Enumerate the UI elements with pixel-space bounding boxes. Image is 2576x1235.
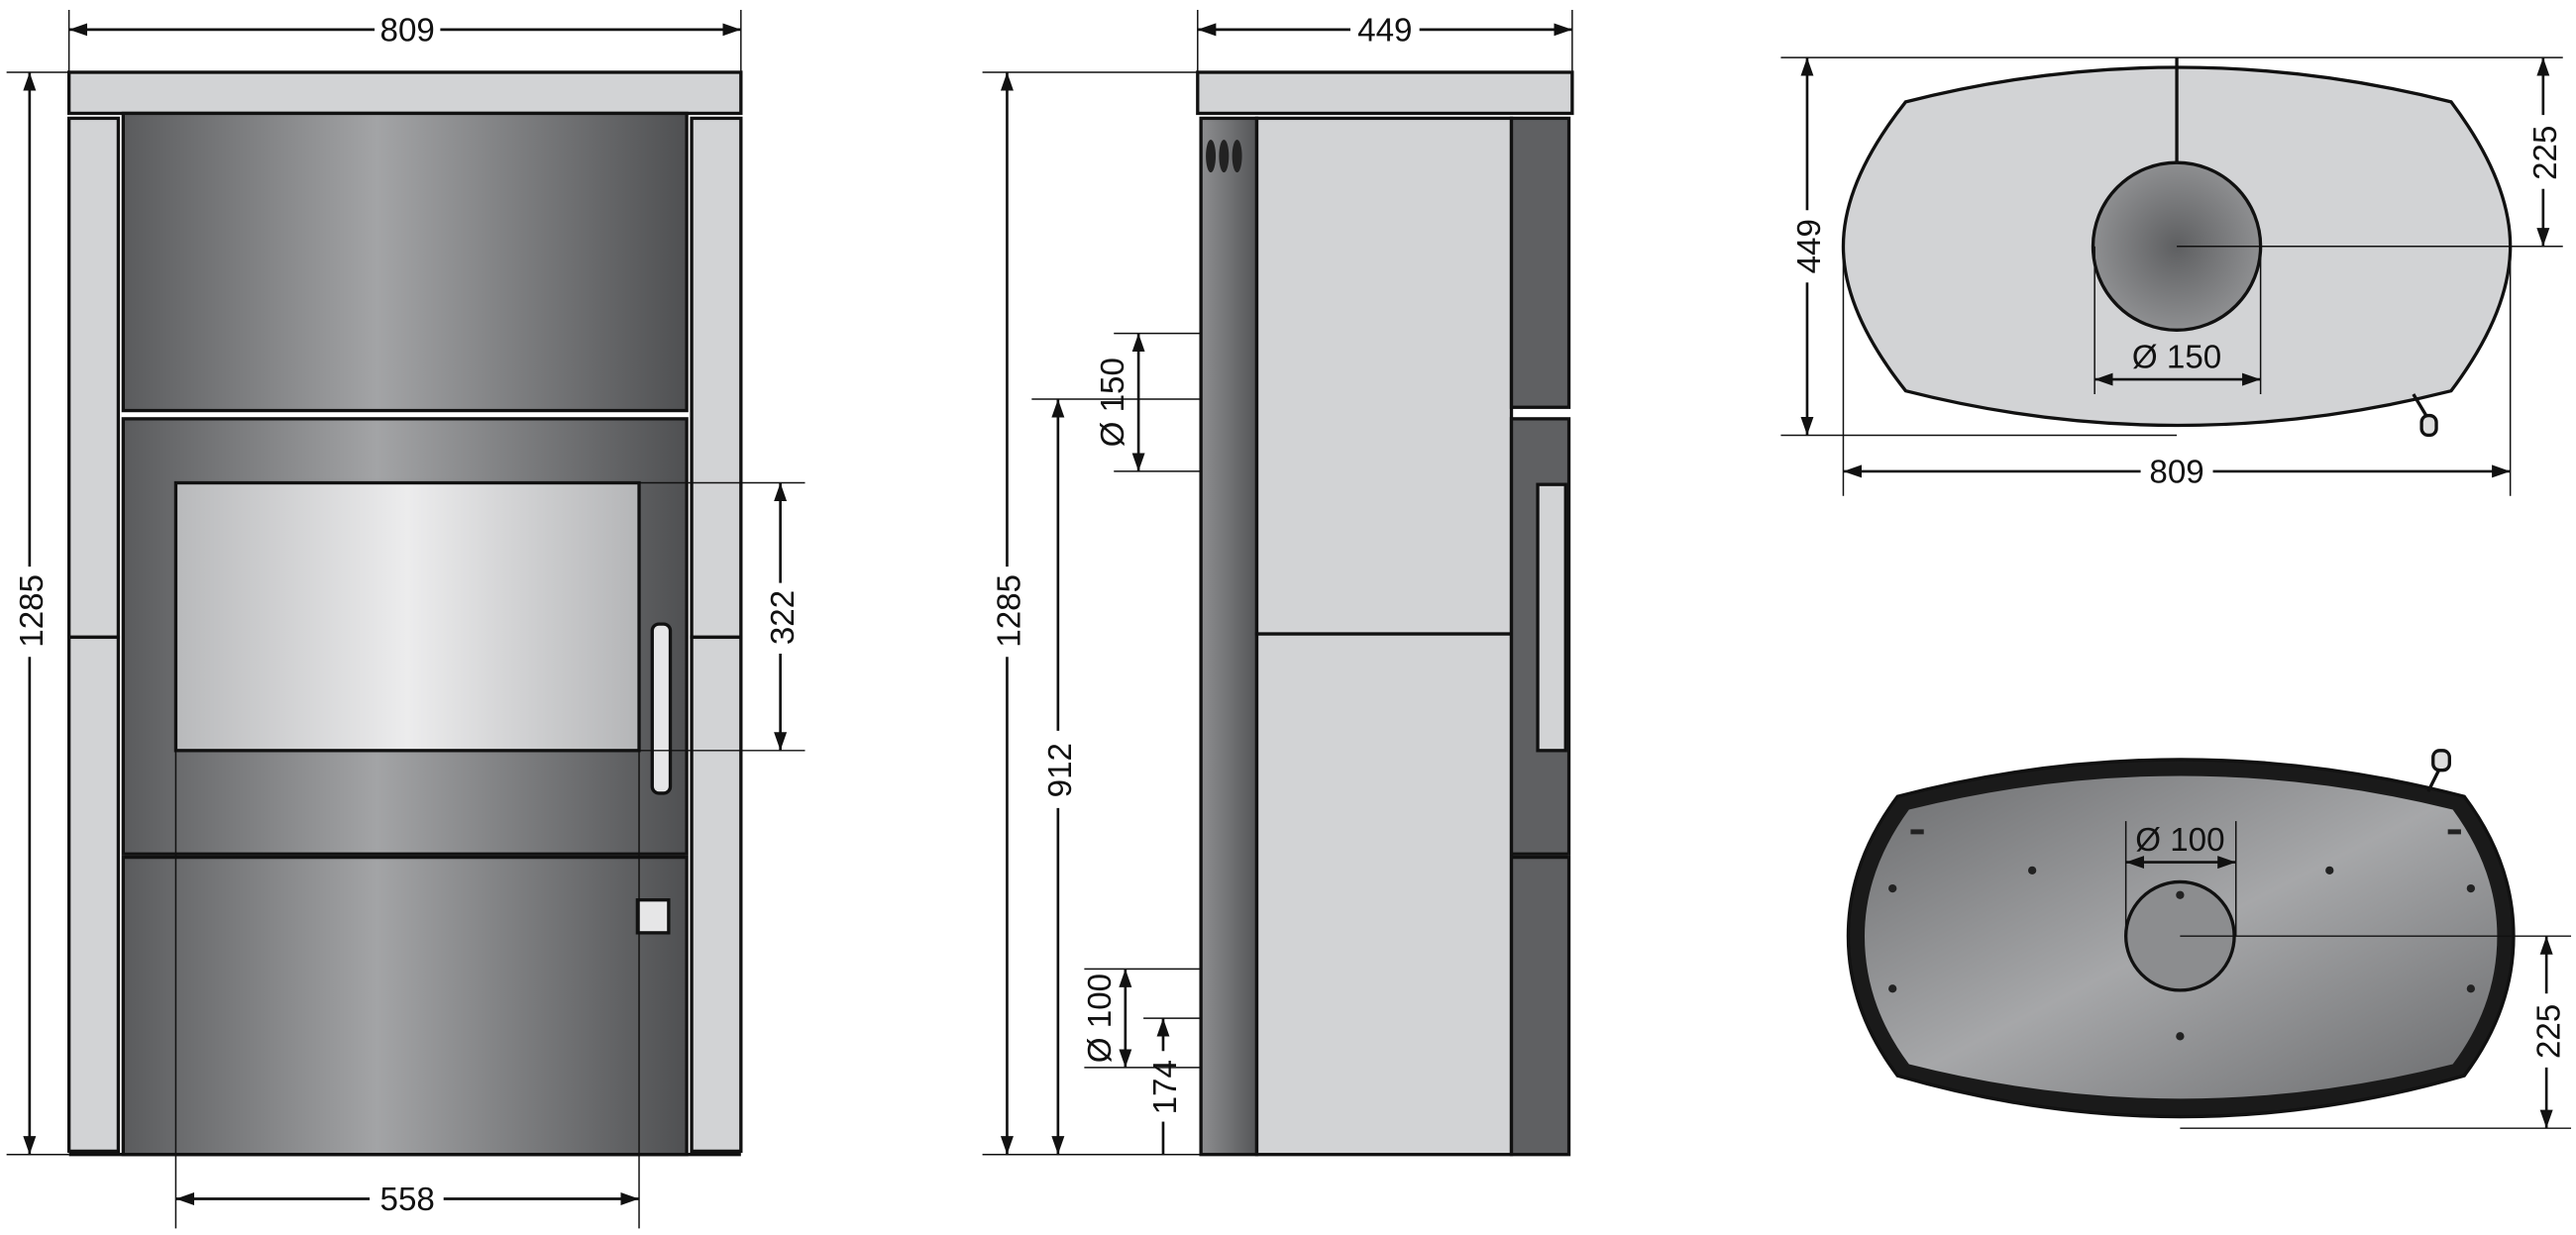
bottom-view: Ø 100 225 xyxy=(1846,749,2572,1129)
left-side-panel-upper xyxy=(66,116,121,640)
door-handle xyxy=(650,622,673,795)
side-panel-lower xyxy=(1254,632,1514,1157)
side-view: 449 1285 912 Ø 150 Ø 100 174 xyxy=(982,9,1574,1157)
glass-height-label: 322 xyxy=(765,590,802,645)
bottom-inlet-offset-label: 225 xyxy=(2530,1004,2567,1059)
bottom-inlet-diameter-label: Ø 100 xyxy=(2135,822,2224,859)
top-flue-diameter-label: Ø 150 xyxy=(2132,339,2221,375)
air-inlet-diameter-label: Ø 100 xyxy=(1082,974,1119,1063)
glass-width-label: 558 xyxy=(380,1182,435,1218)
side-panel-upper xyxy=(1254,116,1514,636)
front-height-label: 1285 xyxy=(14,574,51,648)
side-front-steel xyxy=(1199,116,1259,1157)
side-rear-steel-upper xyxy=(1509,116,1571,409)
mounting-holes xyxy=(1888,829,2476,1041)
right-side-panel-lower xyxy=(690,635,743,1154)
front-width-label: 809 xyxy=(380,12,435,49)
side-rear-steel-lower xyxy=(1509,855,1571,1157)
left-side-panel-lower xyxy=(66,635,121,1154)
side-height-label: 1285 xyxy=(992,574,1028,648)
top-plate xyxy=(1196,70,1574,116)
air-inlet-height-label: 174 xyxy=(1147,1060,1184,1114)
front-view: 809 1285 322 558 xyxy=(6,9,805,1229)
top-depth-label: 449 xyxy=(1791,219,1828,273)
door-glass xyxy=(173,480,641,753)
stove-body-top xyxy=(121,111,689,413)
control-knob xyxy=(635,898,671,935)
stove-body-bottom xyxy=(121,855,689,1157)
flue-diameter-label: Ø 150 xyxy=(1095,358,1131,447)
right-side-panel-upper xyxy=(690,116,743,640)
top-width-label: 809 xyxy=(2149,455,2203,491)
top-plate xyxy=(66,70,743,116)
top-flue-offset-label: 225 xyxy=(2527,126,2564,180)
flue-height-label: 912 xyxy=(1042,743,1079,797)
side-door-handle xyxy=(1536,482,1567,753)
top-view: 449 225 809 Ø 150 xyxy=(1780,56,2564,496)
vent-slots-icon xyxy=(1206,139,1242,173)
side-depth-label: 449 xyxy=(1357,12,1412,49)
